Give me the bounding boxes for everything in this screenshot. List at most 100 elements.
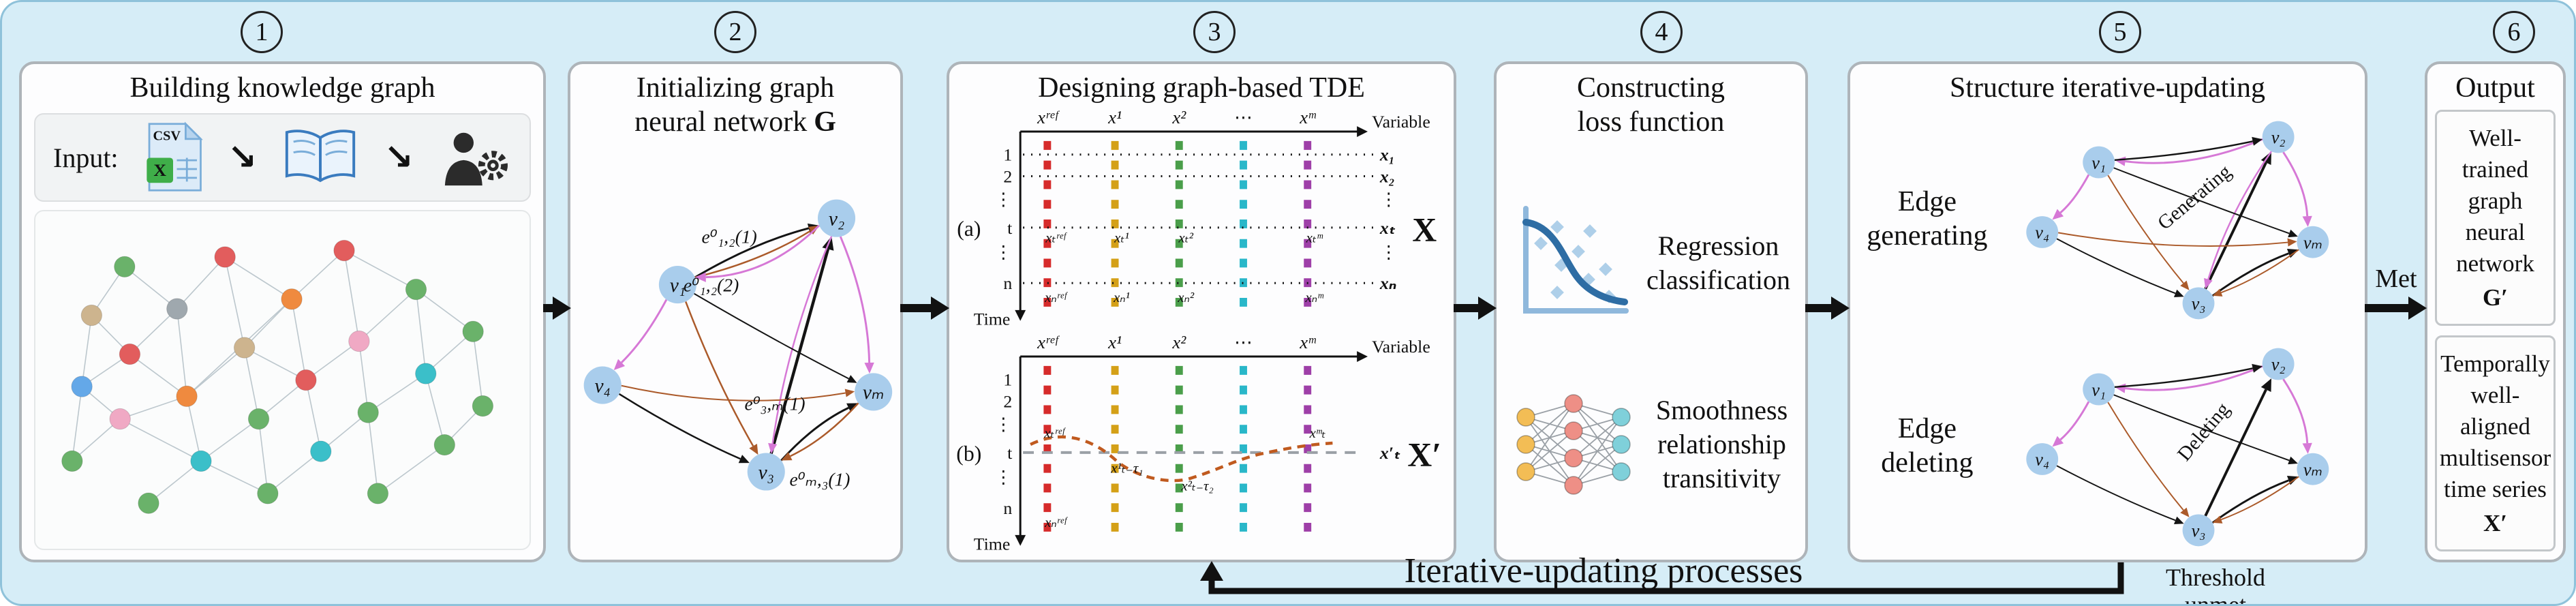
svg-text:x²: x² [1171,332,1186,352]
svg-text:⋮: ⋮ [995,414,1013,434]
svg-text:X′: X′ [1407,436,1441,474]
svg-text:xₜᵐ: xₜᵐ [1306,230,1323,246]
arrow-stage1-to-stage2 [543,297,571,320]
svg-text:vₘ: vₘ [863,382,884,404]
output-series-symbol: X′ [2483,509,2508,536]
svg-text:xᵐ: xᵐ [1299,107,1316,127]
csv-label: CSV [153,129,181,144]
svg-text:x¹: x¹ [1107,332,1122,352]
svg-text:⋯: ⋯ [1234,332,1253,352]
svg-text:t: t [1007,443,1012,463]
arrow-down-right-icon: ↘ [384,137,414,178]
initial-graph: v₁v₂v₄v₃vₘe⁰₁,₂(1)e⁰₁,₂(2)e⁰₃,ₘ(1)e⁰ₘ,₃(… [583,199,893,491]
svg-text:v₃: v₃ [2191,521,2205,541]
svg-text:v₂: v₂ [2271,354,2285,374]
stage4-title-line2: loss function [1577,106,1725,138]
output-gnn-box: Well-trained graph neural network G′ [2435,110,2556,326]
edge-generating-label: Edge generating [1867,185,1988,252]
step-number-1: 1 [241,11,283,53]
step-number-4: 4 [1640,11,1683,53]
arrow-stage3-to-stage4 [1454,297,1497,320]
stage2-title-text: neural network [634,106,808,138]
svg-text:Deleting: Deleting [2173,399,2235,466]
stage2-title-line2: neural network G [634,105,836,139]
loss-item-smoothness: Smoothness relationship transitivity [1497,387,1805,502]
svg-text:x²: x² [1171,107,1186,127]
loss-item-regression: Regression classification [1497,196,1805,330]
step-number-2: 2 [714,11,756,53]
stage6-title: Output [2455,72,2535,104]
svg-text:Time: Time [974,534,1010,554]
input-label: Input: [53,142,119,173]
svg-text:⋮: ⋮ [995,468,1013,487]
svg-text:n: n [1003,273,1012,293]
met-label: Met [2375,264,2417,293]
svg-text:Time: Time [974,309,1010,329]
svg-text:vₘ: vₘ [2303,232,2322,252]
stage1-title: Building knowledge graph [129,72,435,104]
csv-x-glyph: X [153,160,166,180]
svg-text:(b): (b) [956,442,981,466]
svg-text:xₙ: xₙ [1379,273,1397,293]
svg-text:xₙᵐ: xₙᵐ [1305,289,1325,305]
svg-text:v₃: v₃ [2191,294,2205,314]
arrow-stage4-to-stage5 [1805,297,1850,320]
svg-text:e⁰ₘ,₃(1): e⁰ₘ,₃(1) [789,469,850,490]
svg-text:x²ₜ₋τ₂: x²ₜ₋τ₂ [1180,477,1213,494]
stage3-title: Designing graph-based TDE [1038,72,1365,104]
svg-text:⋮: ⋮ [1380,190,1398,209]
edge-deleting-graph: v₁ v₂ v₄ v₃ vₘ Deleting [2026,348,2329,547]
output-series-box: Temporally well-aligned multisensor time… [2435,335,2556,551]
svg-text:e⁰₃,ₘ(1): e⁰₃,ₘ(1) [745,393,806,414]
svg-text:v₁: v₁ [2091,153,2106,172]
knowledge-graph-panel [34,210,531,550]
svg-text:xʳᵉᶠ: xʳᵉᶠ [1037,107,1060,127]
svg-text:v₂: v₂ [2271,127,2285,147]
svg-text:x¹: x¹ [1107,107,1122,127]
svg-text:v₃: v₃ [758,461,774,483]
stage-output: Output Well-trained graph neural network… [2425,61,2566,562]
svg-text:xʳᵉᶠ: xʳᵉᶠ [1037,332,1060,352]
svg-text:1: 1 [1003,370,1012,390]
output-series-text: Temporally well-aligned multisensor time… [2439,350,2551,502]
svg-text:xₜ: xₜ [1379,218,1396,238]
step-number-5: 5 [2099,11,2141,53]
csv-file-icon: CSV X [146,121,203,192]
regression-classification-label: Regression classification [1646,230,1791,295]
svg-text:⋮: ⋮ [1380,243,1398,262]
stage2-title-line1: Initializing graph [636,72,835,104]
stage-building-knowledge-graph: Building knowledge graph Input: CSV X ↘ … [19,61,546,562]
book-icon [285,130,356,183]
svg-text:Generating: Generating [2153,160,2235,234]
svg-text:v₂: v₂ [829,208,844,230]
svg-text:xₜ²: xₜ² [1178,230,1193,246]
stage-structure-updating: Structure iterative-updating Edge genera… [1847,61,2367,562]
svg-text:X: X [1412,211,1437,249]
svg-text:vₘ: vₘ [2303,460,2322,480]
svg-text:⋮: ⋮ [995,190,1013,209]
svg-text:xₙ¹: xₙ¹ [1113,289,1130,305]
edge-deleting-label: Edge deleting [1881,413,1974,479]
svg-text:xₙʳᵉᶠ: xₙʳᵉᶠ [1044,289,1069,305]
input-strip: Input: CSV X ↘ ↘ [34,113,531,202]
arrow-down-right-icon: ↘ [227,137,258,178]
gnn-symbol: G [814,106,836,138]
svg-text:x¹ₜ₋τ₁: x¹ₜ₋τ₁ [1110,460,1143,476]
neural-network-icon [1516,394,1631,496]
svg-text:xₙʳᵉᶠ: xₙʳᵉᶠ [1044,514,1069,530]
svg-text:e⁰₁,₂(2): e⁰₁,₂(2) [684,274,739,295]
arrow-stage5-to-stage6 [2365,297,2427,320]
output-gnn-text: Well-trained graph neural network [2456,124,2534,277]
svg-text:2: 2 [1003,391,1012,411]
svg-text:Variable: Variable [1372,337,1430,357]
iterative-updating-label: Iterative-updating processes [1404,551,1803,590]
svg-text:(a): (a) [957,217,981,241]
svg-text:v₄: v₄ [2035,450,2049,470]
arrow-stage2-to-stage3 [900,297,949,320]
svg-text:v₁: v₁ [2091,380,2106,400]
